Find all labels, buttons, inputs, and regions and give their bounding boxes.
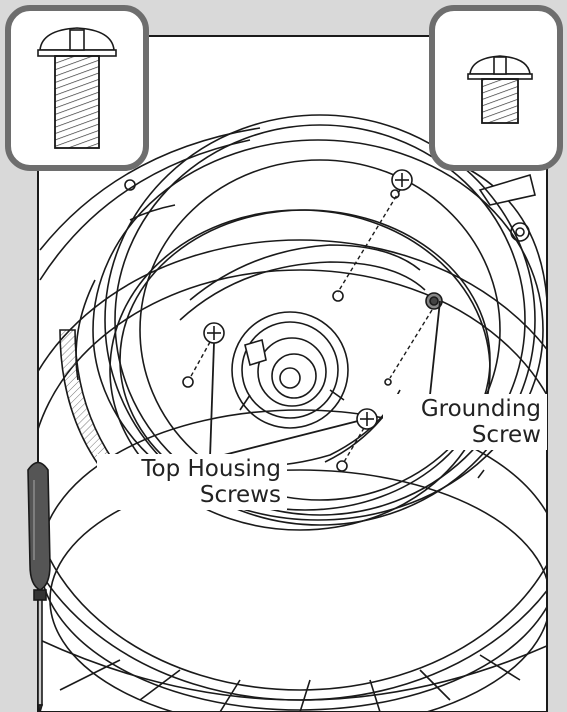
grounding-label-line2: Screw	[471, 422, 541, 448]
screw-top-right	[391, 169, 413, 191]
screw-top-housing-right	[356, 408, 378, 430]
grounding-screw	[425, 292, 443, 310]
long-pan-head-screw-icon	[37, 27, 117, 149]
leader-lines	[209, 300, 441, 459]
screw-top-housing-left	[203, 322, 225, 344]
alignment-lines	[189, 189, 433, 463]
top-housing-label-line2: Screws	[199, 482, 281, 508]
grounding-label-line1: Grounding	[420, 396, 541, 422]
long-screw-inset	[5, 5, 149, 171]
top-housing-screws-label: Top Housing Screws	[97, 454, 287, 510]
disposer-unit	[38, 114, 547, 712]
top-housing-label-line1: Top Housing	[141, 456, 281, 482]
short-screw-inset	[429, 5, 563, 171]
grounding-screw-label: Grounding Screw	[383, 394, 547, 450]
short-pan-head-screw-icon	[467, 55, 533, 124]
screwdriver-icon	[27, 461, 51, 712]
